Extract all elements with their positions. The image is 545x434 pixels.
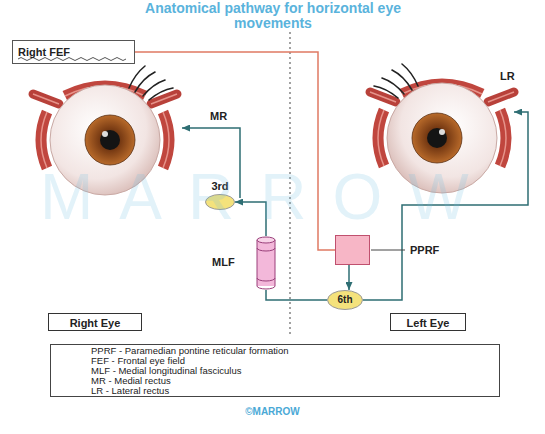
legend-entry: FEF - Frontal eye field [91, 356, 499, 366]
muscle-label: LR [500, 70, 515, 83]
nerve-pathway [135, 52, 335, 250]
right-eye-drawing [33, 66, 177, 195]
eye-label-box: Left Eye [390, 313, 466, 331]
node-text: MLF [212, 256, 235, 269]
node-text: 3rd [202, 180, 238, 193]
cylinder-shape [256, 236, 276, 290]
left-eye-drawing [370, 64, 514, 193]
muscle-label: MR [210, 110, 227, 123]
cortex-box: Right FEF [12, 40, 135, 64]
legend-entry: PPRF - Paramedian pontine reticular form… [91, 346, 499, 356]
nerve-pathway [348, 265, 350, 290]
watermark: MARROW [40, 160, 495, 234]
node-text: Left Eye [407, 315, 450, 331]
copyright: ©MARROW [0, 406, 545, 418]
node-text: PPRF [410, 244, 439, 257]
midline [290, 32, 291, 336]
node-text: Right FEF [18, 46, 70, 59]
nerve-pathway [235, 202, 266, 236]
legend-entry: LR - Lateral rectus [91, 386, 499, 396]
pprf-box: PPRF [335, 235, 450, 265]
pprf-shape [335, 235, 370, 265]
node-text: 6th [327, 290, 363, 310]
nucleus-circle: 3rd [202, 180, 238, 210]
legend-entry: MLF - Medial longitudinal fasciculus [91, 366, 499, 376]
node-text: Right Eye [70, 315, 121, 331]
legend-entry: MR - Medial rectus [91, 376, 499, 386]
oculomotor-nerve [182, 128, 240, 198]
leader-line [371, 250, 405, 251]
eye-label-box: Right Eye [48, 313, 142, 331]
nerve-pathway [266, 290, 327, 300]
diagram-title: Anatomical pathway for horizontal eye mo… [142, 1, 404, 31]
abducens-nerve [363, 112, 528, 300]
nucleus-circle: 6th [327, 290, 363, 310]
nucleus-shape [205, 194, 235, 210]
legend-box: PPRF - Paramedian pontine reticular form… [50, 344, 500, 397]
fasciculus-cylinder: MLF [212, 236, 278, 290]
